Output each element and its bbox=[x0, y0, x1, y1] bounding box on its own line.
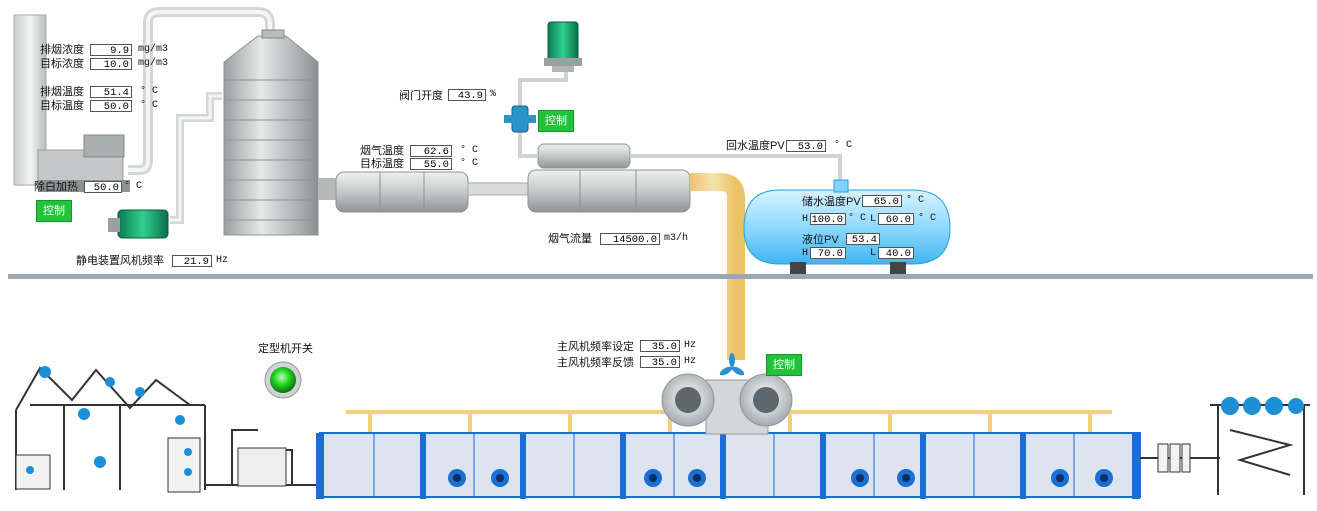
main-fan-set-label: 主风机频率设定 bbox=[557, 341, 634, 353]
stenter-switch-label: 定型机开关 bbox=[258, 343, 313, 355]
smoke-temp-value: 51.4 bbox=[90, 86, 132, 99]
return-water-value: 53.0 bbox=[786, 140, 826, 153]
flue-gas-temp-unit: ° C bbox=[460, 145, 479, 156]
smoke-temp-unit: ° C bbox=[140, 86, 159, 97]
valve-control-button[interactable]: 控制 bbox=[538, 110, 574, 132]
valve-icon bbox=[504, 106, 536, 132]
main-fan-feedback-label: 主风机频率反馈 bbox=[557, 357, 634, 369]
tank-l-unit: ° C bbox=[918, 213, 937, 224]
tank-h-label: H bbox=[802, 214, 809, 225]
tank-level-l-label: L bbox=[870, 248, 877, 259]
target-temp-label: 目标温度 bbox=[40, 100, 84, 112]
main-fan-feedback-value: 35.0 bbox=[640, 356, 680, 369]
white-heat-unit: ° C bbox=[124, 181, 143, 192]
flue-gas-temp-label: 烟气温度 bbox=[360, 145, 404, 157]
flue-target-temp-value: 55.0 bbox=[410, 158, 452, 171]
tank-level-value: 53.4 bbox=[846, 233, 880, 246]
flue-flow-label: 烟气流量 bbox=[548, 233, 592, 245]
tank-level-h-label: H bbox=[802, 248, 809, 259]
tank-level-h-value: 70.0 bbox=[810, 247, 846, 260]
main-fan-control-button[interactable]: 控制 bbox=[766, 354, 802, 376]
flue-target-temp-unit: ° C bbox=[460, 158, 479, 169]
target-conc-unit: mg/m3 bbox=[138, 58, 169, 69]
flue-flow-value: 14500.0 bbox=[600, 233, 660, 246]
tank-level-l-value: 40.0 bbox=[878, 247, 914, 260]
valve-opening-label: 阀门开度 bbox=[399, 90, 443, 102]
fan-impeller-icon bbox=[722, 356, 744, 378]
valve-opening-value: 43.9 bbox=[448, 89, 486, 102]
esp-fan-label: 静电装置风机频率 bbox=[76, 255, 164, 267]
smoke-conc-label: 排烟浓度 bbox=[40, 44, 84, 56]
white-heat-label: 除白加热 bbox=[34, 181, 78, 193]
main-fan-set-value: 35.0 bbox=[640, 340, 680, 353]
white-heat-value: 50.0 bbox=[84, 181, 122, 194]
water-pump-icon bbox=[548, 22, 582, 72]
exhaust-control-button[interactable]: 控制 bbox=[36, 200, 72, 222]
smoke-conc-unit: mg/m3 bbox=[138, 44, 169, 55]
tank-temp-label: 储水温度PV bbox=[802, 196, 861, 208]
target-temp-unit: ° C bbox=[140, 100, 159, 111]
esp-fan-unit: Hz bbox=[216, 255, 229, 266]
tank-temp-value: 65.0 bbox=[862, 195, 902, 208]
target-temp-value: 50.0 bbox=[90, 100, 132, 113]
flue-gas-temp-value: 62.6 bbox=[410, 145, 452, 158]
tank-temp-unit: ° C bbox=[906, 195, 925, 206]
tank-h-value: 100.0 bbox=[810, 213, 846, 226]
tank-h-unit: ° C bbox=[848, 213, 867, 224]
flue-flow-unit: m3/h bbox=[664, 233, 689, 244]
return-water-label: 回水温度PV bbox=[726, 140, 785, 152]
esp-fan-value: 21.9 bbox=[172, 255, 212, 268]
tank-l-value: 60.0 bbox=[878, 213, 914, 226]
stenter-switch-lamp[interactable] bbox=[265, 362, 301, 398]
flue-target-temp-label: 目标温度 bbox=[360, 158, 404, 170]
target-conc-label: 目标浓度 bbox=[40, 58, 84, 70]
return-water-unit: ° C bbox=[834, 140, 853, 151]
smoke-conc-value: 9.9 bbox=[90, 44, 132, 57]
smoke-temp-label: 排烟温度 bbox=[40, 86, 84, 98]
tank-l-label: L bbox=[870, 214, 877, 225]
target-conc-value: 10.0 bbox=[90, 58, 132, 71]
tank-level-label: 液位PV bbox=[802, 234, 839, 246]
main-fan-set-unit: Hz bbox=[684, 340, 697, 351]
main-fan-feedback-unit: Hz bbox=[684, 356, 697, 367]
valve-opening-unit: % bbox=[490, 89, 497, 100]
